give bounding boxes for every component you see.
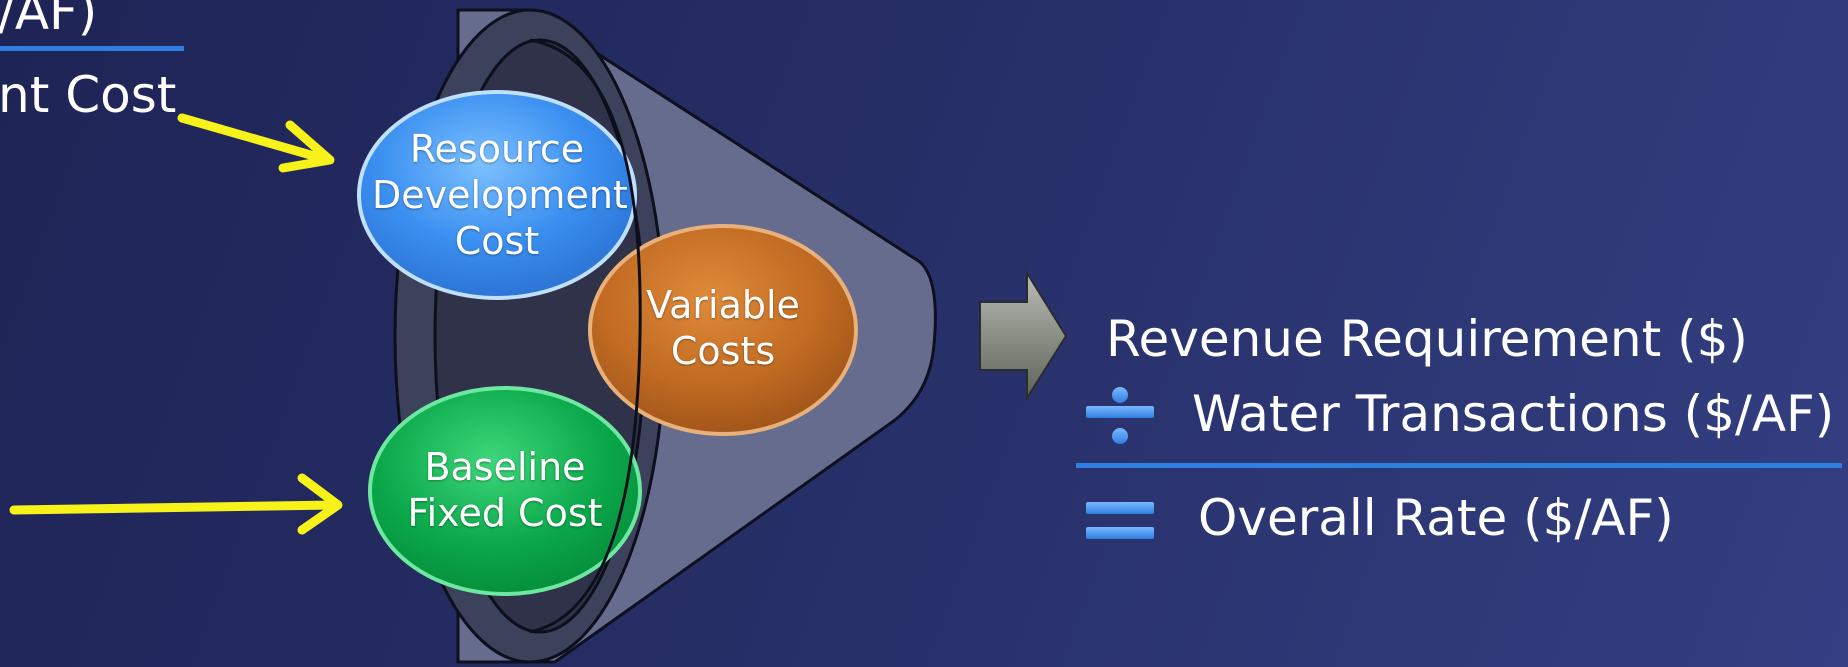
variable-bubble: [588, 224, 858, 436]
baseline-label: Baseline Fixed Cost: [385, 444, 625, 536]
variable-label-line1: Variable: [646, 283, 800, 327]
funnel-rim-front: [529, 38, 642, 634]
arrow-to-resource: [177, 113, 335, 173]
resource-label-line2: Development: [372, 173, 628, 217]
revenue-requirement-text: Revenue Requirement ($): [1106, 310, 1748, 368]
variable-label-line2: Costs: [670, 329, 776, 373]
partial-top-text: /AF): [0, 0, 98, 41]
arrow-to-baseline: [9, 473, 343, 535]
partial-cost-text: nt Cost: [0, 66, 177, 124]
baseline-label-line2: Fixed Cost: [407, 491, 603, 535]
resource-bubble: [357, 90, 637, 300]
resource-label-line1: Resource: [409, 127, 585, 171]
gray-arrow-icon: [979, 269, 1068, 402]
overall-rate-text: Overall Rate ($/AF): [1198, 489, 1674, 547]
equation-underline: [1076, 463, 1842, 468]
resource-label: Resource Development Cost: [372, 126, 628, 264]
baseline-label-line1: Baseline: [424, 445, 586, 489]
baseline-bubble: [368, 386, 642, 596]
divide-icon: [1086, 387, 1154, 444]
water-transactions-text: Water Transactions ($/AF): [1192, 385, 1835, 443]
equals-icon: [1086, 502, 1154, 539]
variable-label: Variable Costs: [623, 282, 823, 374]
resource-label-line3: Cost: [454, 219, 540, 263]
top-left-underline: [0, 46, 184, 51]
